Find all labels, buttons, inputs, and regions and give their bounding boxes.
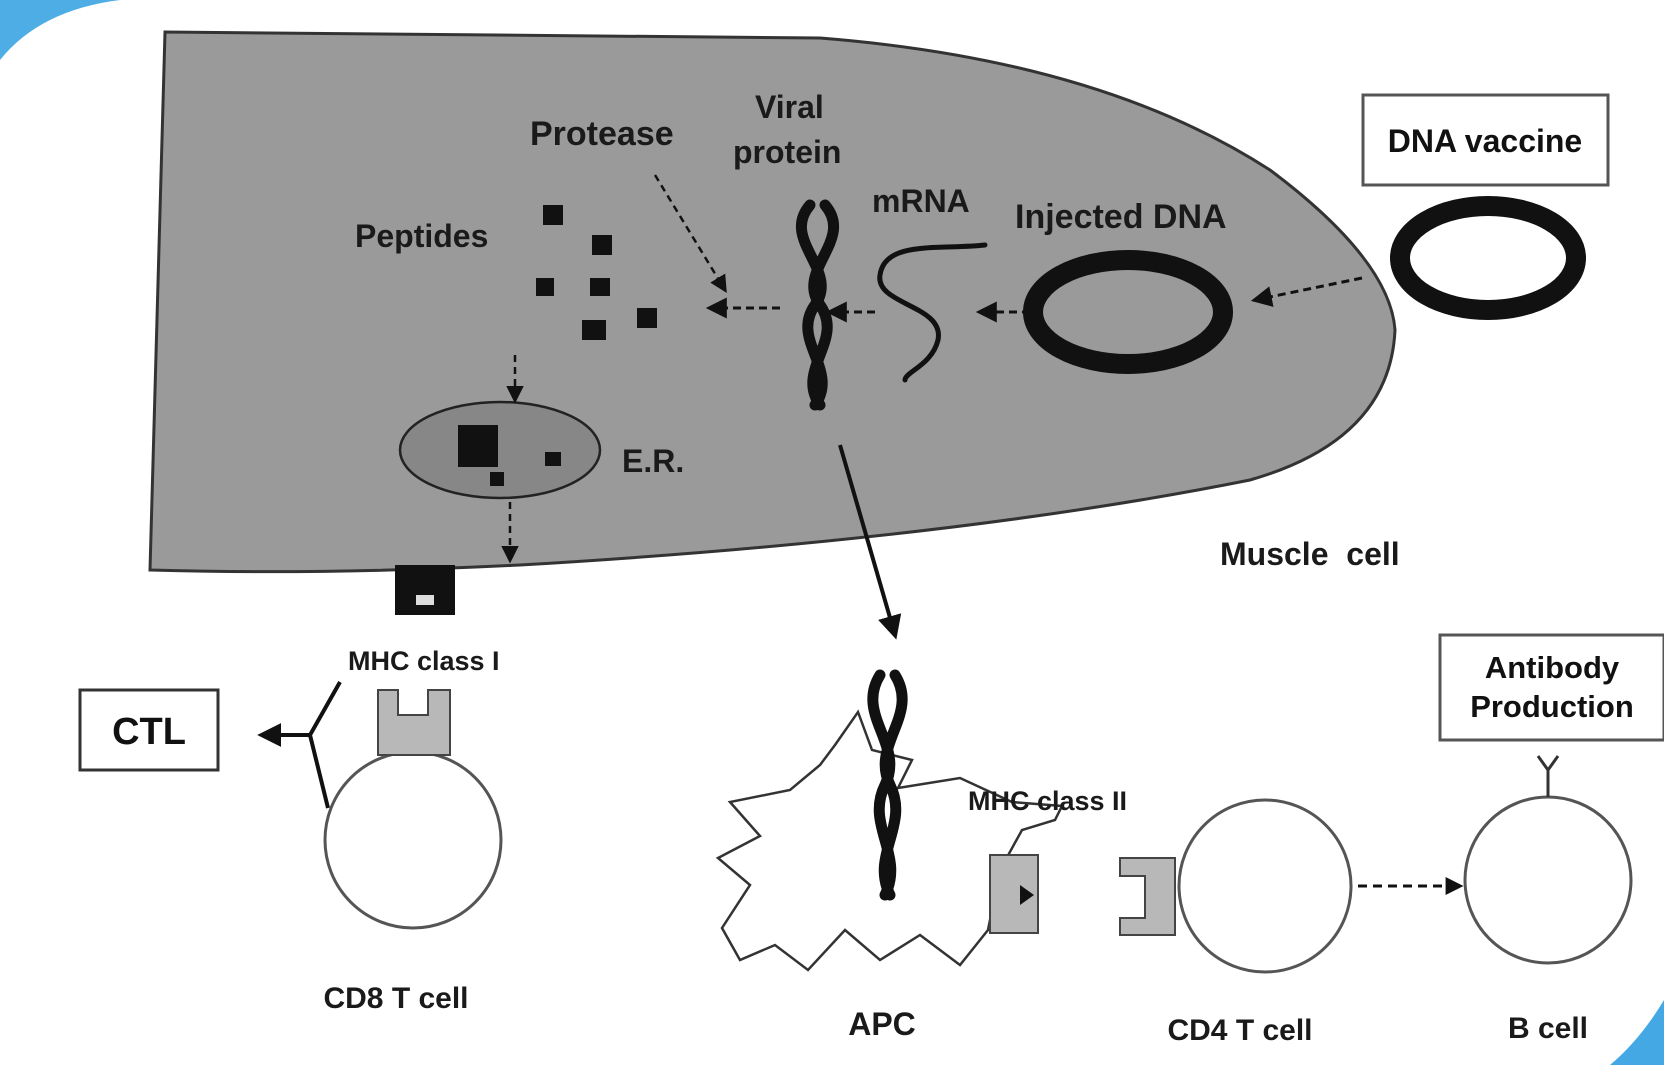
cd8-tcr-receptor <box>378 690 450 755</box>
dna-vaccine-plasmid <box>1400 206 1576 310</box>
label-injected-dna: Injected DNA <box>1015 198 1227 236</box>
peptide-square <box>592 235 612 255</box>
label-mrna: mRNA <box>872 183 970 219</box>
cd8-t-cell <box>325 752 501 928</box>
peptide-square <box>543 205 563 225</box>
dna-vaccine-box-label: DNA vaccine <box>1388 123 1582 159</box>
antibody-production-label-line2: Production <box>1470 689 1634 724</box>
corner-accent-top-left <box>0 0 120 60</box>
label-cd4-t-cell: CD4 T cell <box>1167 1014 1312 1047</box>
b-cell <box>1465 797 1631 963</box>
label-viral-protein-line2: protein <box>733 134 841 170</box>
label-mhc-class-ii: MHC class II <box>968 786 1127 816</box>
peptide-square <box>590 278 610 296</box>
er-peptide <box>490 472 504 486</box>
label-er: E.R. <box>622 443 684 479</box>
ctl-signal-fork <box>262 682 340 808</box>
label-protease: Protease <box>530 115 674 153</box>
peptide-square <box>536 278 554 296</box>
mhc-class-i-molecule <box>395 565 455 615</box>
er-peptide-complex <box>458 425 498 467</box>
corner-accent-bottom-right <box>1610 1000 1664 1065</box>
peptide-square <box>637 308 657 328</box>
b-cell-antibody-receptor <box>1538 756 1558 797</box>
label-mhc-class-i: MHC class I <box>348 646 500 676</box>
label-b-cell: B cell <box>1508 1012 1588 1045</box>
mhc-class-ii-molecule <box>990 855 1038 933</box>
label-cd8-t-cell: CD8 T cell <box>323 982 468 1015</box>
label-peptides: Peptides <box>355 218 488 254</box>
cd4-t-cell <box>1179 800 1351 972</box>
label-viral-protein-line1: Viral <box>755 89 824 125</box>
antibody-production-label-line1: Antibody <box>1485 650 1620 685</box>
peptide-square <box>582 320 606 340</box>
ctl-box-label: CTL <box>112 711 186 753</box>
er-peptide <box>545 452 561 466</box>
label-muscle-cell: Muscle cell <box>1220 536 1400 572</box>
label-apc: APC <box>848 1006 916 1042</box>
cd4-tcr-receptor <box>1120 858 1175 935</box>
